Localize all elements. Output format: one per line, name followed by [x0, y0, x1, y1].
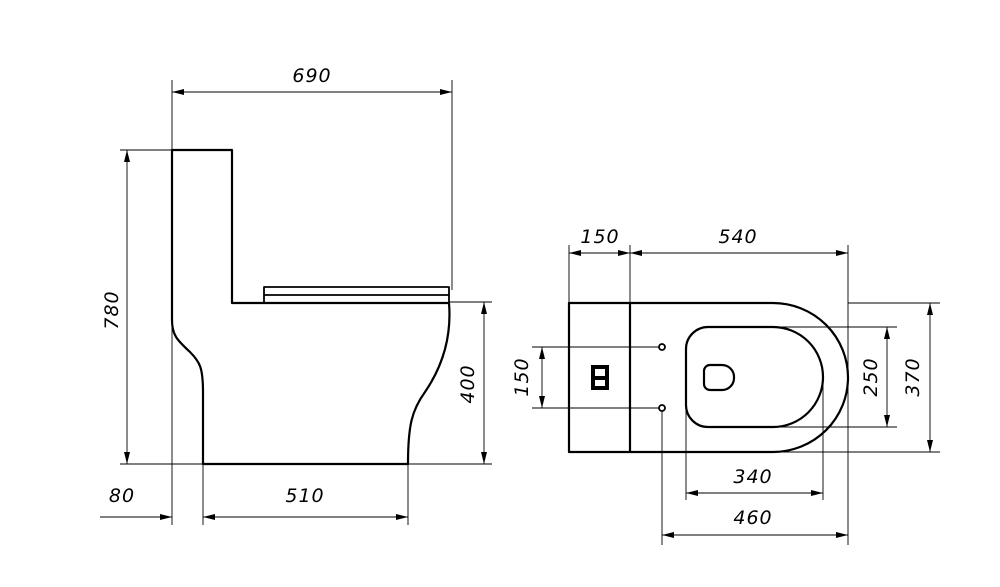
toilet-top-outline [567, 301, 850, 454]
top-view: 150 540 150 250 370 340 460 [511, 226, 940, 545]
dimension-label-250: 250 [860, 357, 882, 396]
dimension-label-690: 690 [292, 65, 331, 87]
toilet-side-outline [170, 148, 451, 466]
dimension-label-460: 460 [733, 507, 772, 529]
seat-lid [263, 286, 450, 303]
bowl-outlet [702, 363, 736, 392]
extension-lines [532, 245, 940, 545]
dimension-label-150-top: 150 [580, 226, 619, 248]
dimension-label-150-side: 150 [511, 357, 533, 396]
dimension-label-80: 80 [109, 485, 135, 507]
dimension-label-400: 400 [457, 364, 479, 403]
fixing-hole [658, 343, 666, 351]
side-view: 690 780 400 80 510 [100, 65, 492, 525]
seat-outline [684, 325, 825, 429]
dimension-label-780: 780 [101, 290, 123, 329]
dimension-label-340: 340 [733, 466, 772, 488]
fixing-hole [658, 404, 666, 412]
dimension-label-370: 370 [902, 357, 924, 396]
dimension-label-510: 510 [285, 485, 324, 507]
extension-lines [120, 80, 492, 525]
dimension-label-540: 540 [718, 226, 757, 248]
flush-button-icon [591, 365, 609, 390]
